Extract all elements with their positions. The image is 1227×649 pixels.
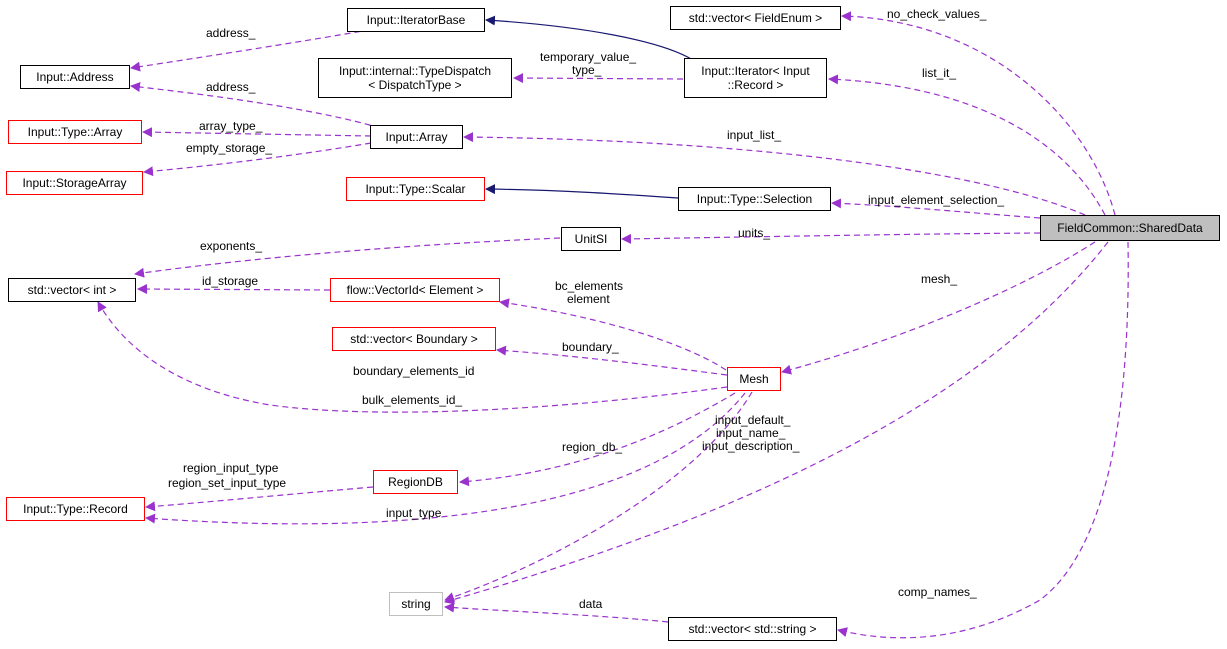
edge-iterator-inherits-iteratorbase [485, 15, 694, 61]
edge-label-region-input-type: region_input_type [183, 461, 279, 475]
edge-iterator-typedispatch [513, 73, 684, 84]
node-iterator-record[interactable]: Input::Iterator< Input ::Record > [684, 58, 827, 98]
edge-label-exponents: exponents_ [200, 239, 262, 253]
edge-array-storage-array [143, 142, 372, 177]
node-type-selection[interactable]: Input::Type::Selection [678, 187, 831, 211]
edge-array-type-array [142, 127, 372, 138]
edge-mesh-vector-int [97, 301, 728, 413]
node-vector-boundary[interactable]: std::vector< Boundary > [332, 327, 496, 351]
inheritance-edges [485, 15, 694, 199]
node-vectorid[interactable]: flow::VectorId< Element > [330, 278, 500, 302]
edge-label-region-set-input-type: region_set_input_type [168, 476, 286, 490]
node-type-record[interactable]: Input::Type::Record [6, 497, 145, 521]
edge-label-no-check-values: no_check_values_ [887, 7, 987, 21]
usage-edges [97, 11, 1129, 639]
edge-label-input-element-selection: input_element_selection_ [868, 193, 1004, 207]
edge-labels: address_ address_ temporary_value_ type_… [168, 7, 1004, 611]
edge-label-bc-elements: bc_elements [555, 279, 623, 293]
node-type-scalar[interactable]: Input::Type::Scalar [346, 177, 485, 201]
edge-label-input-default: input_default_ [715, 413, 791, 427]
edge-iteratorbase-address [130, 27, 381, 72]
edge-label-mesh: mesh_ [921, 272, 957, 286]
edge-mesh-type-record [145, 392, 746, 525]
edge-label-input-type: input_type [386, 506, 442, 520]
edge-label-region-db: region_db_ [562, 440, 622, 454]
edge-label-address-1: address_ [206, 26, 256, 40]
node-vector-string[interactable]: std::vector< std::string > [668, 617, 837, 641]
node-mesh[interactable]: Mesh [727, 367, 781, 391]
edge-label-input-name: input_name_ [716, 426, 786, 440]
node-regiondb[interactable]: RegionDB [373, 470, 458, 494]
edge-mesh-vector-boundary [496, 345, 728, 376]
edge-selection-inherits-scalar [485, 184, 679, 199]
edge-mesh-string [444, 391, 753, 602]
edge-label-comp-names: comp_names_ [898, 585, 977, 599]
node-string[interactable]: string [389, 592, 443, 616]
edge-shareddata-selection [831, 198, 1041, 219]
edge-mesh-regiondb [459, 392, 736, 487]
edge-shareddata-mesh [781, 241, 1096, 375]
edge-shareddata-vector-fieldenum [841, 11, 1116, 216]
edge-array-address [130, 82, 381, 129]
node-type-dispatch[interactable]: Input::internal::TypeDispatch < Dispatch… [318, 58, 512, 98]
node-unitsi[interactable]: UnitSI [561, 227, 621, 251]
edge-label-boundary-elements-id: boundary_elements_id [353, 364, 474, 378]
edge-label-bulk-elements-id: bulk_elements_id_ [362, 393, 462, 407]
edge-label-array-type: array_type_ [199, 119, 263, 133]
edge-label-input-description: input_description_ [702, 439, 800, 453]
node-storage-array[interactable]: Input::StorageArray [6, 171, 143, 195]
node-address[interactable]: Input::Address [20, 65, 130, 89]
edge-shareddata-iterator [828, 74, 1106, 216]
edge-label-address-2: address_ [206, 80, 256, 94]
node-shared-data[interactable]: FieldCommon::SharedData [1040, 215, 1220, 241]
edge-shareddata-array [463, 132, 1086, 216]
edge-label-element: element [567, 292, 610, 306]
edge-label-type: type_ [572, 63, 602, 77]
edge-label-list-it: list_it_ [922, 66, 956, 80]
node-type-array[interactable]: Input::Type::Array [8, 120, 142, 144]
edge-regiondb-type-record [145, 486, 374, 512]
edge-label-temporary-value: temporary_value_ [540, 50, 636, 64]
node-vector-int[interactable]: std::vector< int > [8, 278, 136, 302]
edge-label-id-storage: id_storage [202, 274, 258, 288]
edge-mesh-vectorid [499, 298, 727, 371]
node-vector-fieldenum[interactable]: std::vector< FieldEnum > [670, 6, 841, 30]
node-array[interactable]: Input::Array [370, 125, 463, 149]
edge-label-boundary: boundary_ [562, 340, 619, 354]
edge-label-input-list: input_list_ [727, 128, 781, 142]
edge-label-empty-storage: empty_storage_ [186, 141, 272, 155]
edge-label-units: units_ [738, 226, 770, 240]
edge-label-data: data [579, 597, 603, 611]
edge-shareddata-unitsi [621, 232, 1041, 244]
edge-vector-string-string [444, 602, 669, 623]
edge-unitsi-vector-int [134, 237, 561, 278]
node-iterator-base[interactable]: Input::IteratorBase [347, 8, 485, 32]
edge-vectorid-vector-int [137, 284, 331, 295]
